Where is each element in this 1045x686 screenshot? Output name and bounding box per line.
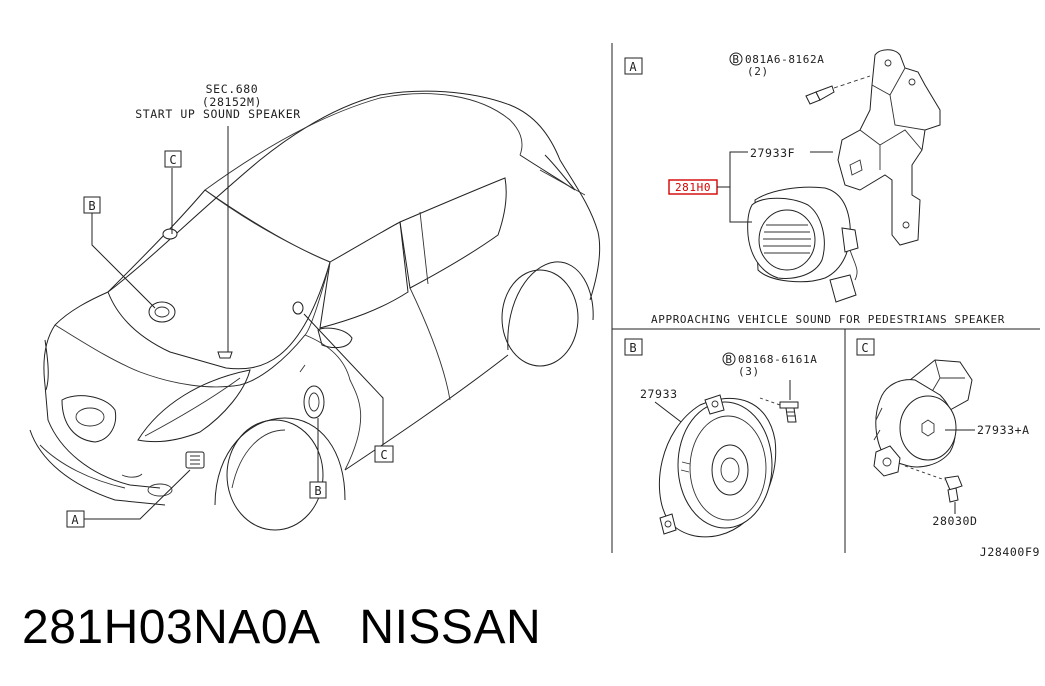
bracket-part-label: 27933F xyxy=(750,146,795,160)
svg-text:A: A xyxy=(629,60,637,74)
panel-b: B B 08168-6161A (3) 27933 xyxy=(624,338,817,538)
bracket-27933f xyxy=(837,49,941,246)
panel-c: C 27933+A 28030D xyxy=(856,338,1030,528)
panel-b-bolt-ref: B 08168-6161A (3) xyxy=(722,352,817,378)
bolt-code-b: 08168-6161A xyxy=(738,353,817,366)
tweeter-27933a xyxy=(873,359,973,477)
panel-b-bolt-icon xyxy=(759,397,799,423)
tweeter-c-door xyxy=(292,301,304,315)
svg-text:C: C xyxy=(169,153,176,167)
bolt-qty: (2) xyxy=(747,65,769,78)
sec-line-3: START UP SOUND SPEAKER xyxy=(135,107,301,121)
tweeter-c-dash xyxy=(162,228,178,240)
bolt-symbol: B xyxy=(732,53,739,66)
bolt-qty-b: (3) xyxy=(738,365,760,378)
brand-name: NISSAN xyxy=(359,601,542,654)
svg-text:C: C xyxy=(861,341,868,355)
diagram-id: J28400F9 xyxy=(980,545,1040,559)
callout-b-bottom[interactable]: B xyxy=(309,481,327,499)
sec-line-2: (28152M) xyxy=(202,95,262,109)
sec-reference: SEC.680 (28152M) START UP SOUND SPEAKER xyxy=(135,82,301,121)
svg-text:A: A xyxy=(71,513,79,527)
panel-c-tag: C xyxy=(856,338,875,356)
panel-a: A B 081A6-8162A (2) xyxy=(624,49,1005,326)
speaker-part-label: 27933 xyxy=(640,387,678,401)
speaker-b-dash xyxy=(148,301,176,323)
sec-line-1: SEC.680 xyxy=(206,82,259,96)
speaker-b-door xyxy=(303,385,325,419)
svg-text:B: B xyxy=(629,341,636,355)
panel-b-tag: B xyxy=(624,338,643,356)
tweeter-part-label: 27933+A xyxy=(977,423,1030,437)
car-illustration xyxy=(29,90,601,531)
panel-a-bolt-ref: B 081A6-8162A (2) xyxy=(729,52,824,78)
callout-b-left[interactable]: B xyxy=(83,196,101,214)
screw-part-label: 28030D xyxy=(932,514,977,528)
pedestrian-speaker-marker xyxy=(185,451,205,469)
part-caption: 281H03NA0A NISSAN xyxy=(22,600,541,655)
bolt-code: 081A6-8162A xyxy=(745,53,824,66)
svg-text:B: B xyxy=(314,484,321,498)
panel-a-title: APPROACHING VEHICLE SOUND FOR PEDESTRIAN… xyxy=(651,313,1005,326)
part-number: 281H03NA0A xyxy=(22,601,318,654)
svg-text:C: C xyxy=(380,448,387,462)
pedestrian-speaker xyxy=(747,186,859,303)
screw-28030d xyxy=(904,465,963,503)
car-leader-lines xyxy=(84,126,384,520)
startup-speaker-marker xyxy=(217,351,233,359)
callout-c-right[interactable]: C xyxy=(374,445,394,463)
panel-a-bolt-icon xyxy=(805,75,871,105)
door-speaker-27933 xyxy=(658,394,777,538)
svg-text:B: B xyxy=(88,199,95,213)
callout-a-bottom[interactable]: A xyxy=(66,510,85,528)
panel-dividers xyxy=(611,43,1040,553)
bolt-symbol-b: B xyxy=(725,353,732,366)
panel-a-tag: A xyxy=(624,57,643,75)
callout-c-top[interactable]: C xyxy=(164,150,182,168)
highlight-part-label[interactable]: 281H0 xyxy=(675,181,711,194)
highlight-part-281h0[interactable]: 281H0 xyxy=(668,179,718,195)
